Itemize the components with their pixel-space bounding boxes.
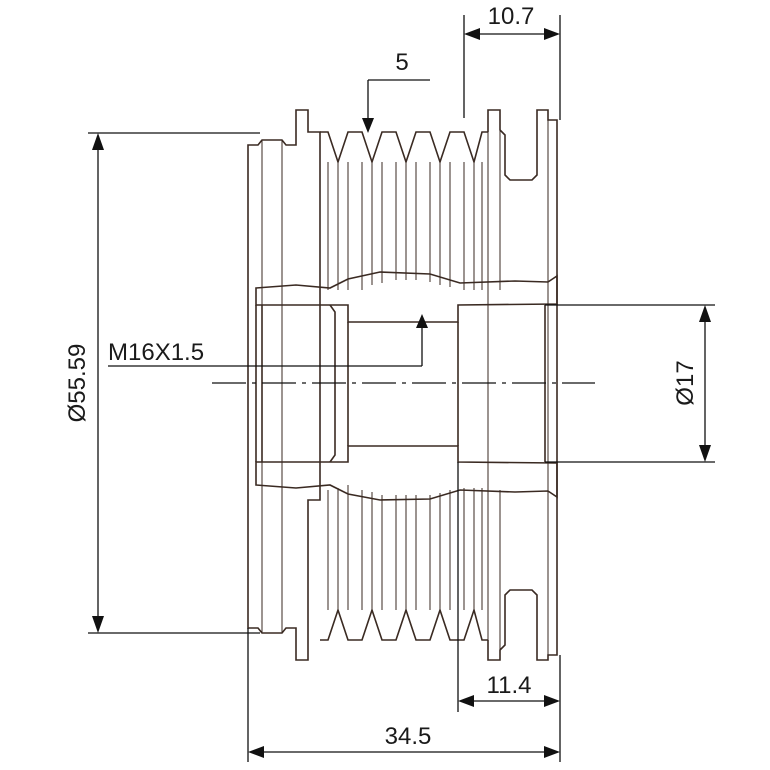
- rib-lines: [327, 162, 483, 610]
- dim-thread: M16X1.5: [108, 314, 428, 367]
- bore-section: [255, 271, 558, 501]
- groove-pitch-label: 5: [395, 49, 408, 76]
- overall-width-label: 34.5: [385, 723, 432, 750]
- dim-bottom-width: 11.4: [457, 462, 560, 712]
- thread-label: M16X1.5: [108, 339, 204, 366]
- dim-bore-diameter: Ø17: [545, 304, 715, 463]
- dim-overall-width: 34.5: [247, 628, 561, 762]
- pulley-body: [247, 109, 558, 661]
- top-width-label: 10.7: [488, 3, 535, 30]
- outer-diameter-label: Ø55.59: [64, 344, 91, 423]
- dim-groove-pitch: 5: [362, 49, 430, 133]
- dim-top-width: 10.7: [463, 3, 561, 120]
- bottom-width-label: 11.4: [487, 672, 532, 699]
- bore-diameter-label: Ø17: [672, 360, 699, 405]
- dim-outer-diameter: Ø55.59: [64, 132, 260, 634]
